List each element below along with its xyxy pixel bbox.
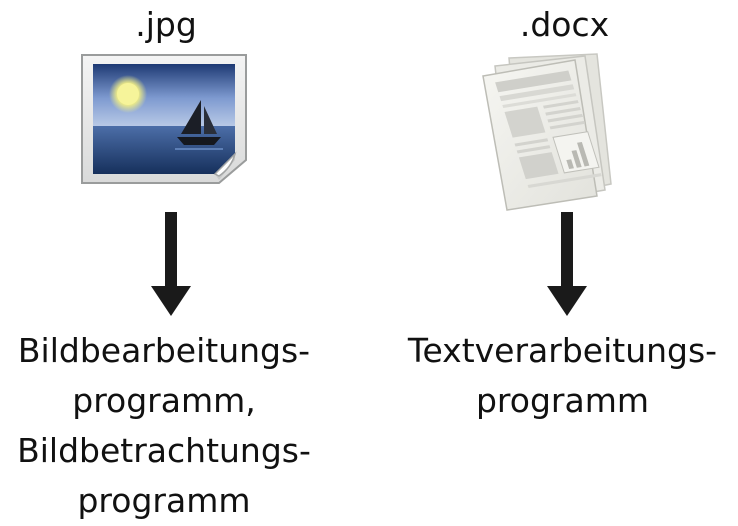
down-arrow-icon <box>151 212 191 316</box>
program-line: Textverarbeitungs- <box>407 331 718 370</box>
program-line: programm, <box>72 381 256 420</box>
image-file-icon <box>81 54 247 184</box>
jpg-program-list: Bildbearbeitungs- programm, Bildbetracht… <box>0 326 334 526</box>
program-line: Bildbearbeitungs- <box>17 331 311 370</box>
jpg-column: .jpg <box>0 0 340 524</box>
docx-program-list: Textverarbeitungs- programm <box>391 326 734 426</box>
docx-column: .docx <box>395 0 738 524</box>
program-line: programm <box>475 381 649 420</box>
jpg-extension-label: .jpg <box>135 5 197 44</box>
document-file-icon <box>482 53 612 211</box>
down-arrow-icon <box>547 212 587 316</box>
docx-extension-label: .docx <box>519 5 610 44</box>
program-line: Bildbetrachtungs- <box>17 431 311 470</box>
program-line: programm <box>77 481 251 520</box>
